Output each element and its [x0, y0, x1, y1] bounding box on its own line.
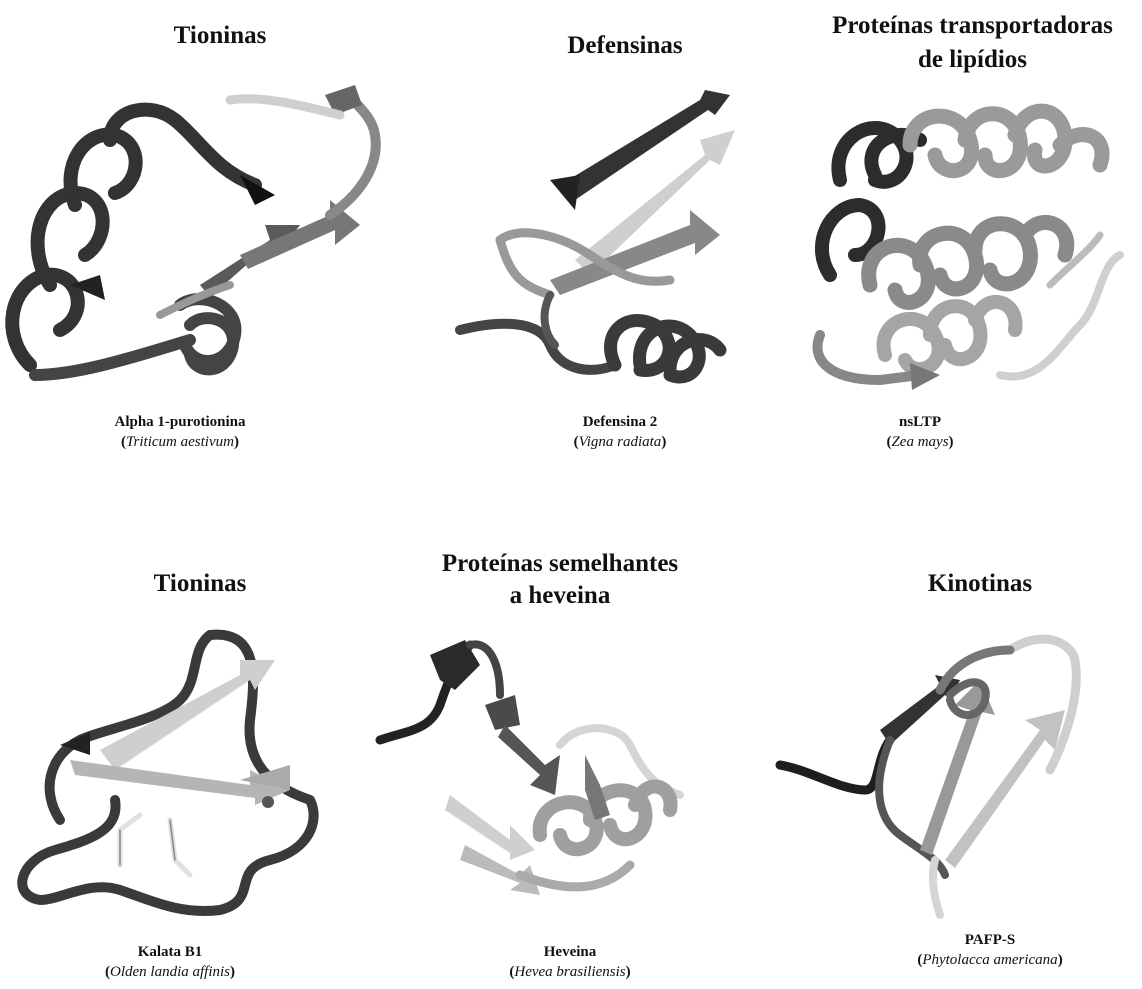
family-title-line-2: de lipídios — [805, 44, 1140, 76]
caption-alpha-purotionina: Alpha 1-purotionina (Triticum aestivum) — [60, 412, 300, 452]
protein-name: Heveina — [470, 942, 670, 962]
protein-name: Defensina 2 — [520, 412, 720, 432]
species-name: (Olden landia affinis) — [70, 962, 270, 982]
family-title: Proteínas transportadoras — [805, 10, 1140, 42]
protein-name: Kalata B1 — [70, 942, 270, 962]
species-name: (Phytolacca americana) — [880, 950, 1100, 970]
caption-defensina-2: Defensina 2 (Vigna radiata) — [520, 412, 720, 452]
protein-structure-pafp-s — [770, 620, 1130, 920]
protein-structure-heveina — [370, 625, 750, 935]
family-title: Tioninas — [120, 20, 320, 52]
protein-structure-kalata-b1 — [0, 620, 330, 920]
protein-structure-nsltp — [800, 85, 1140, 405]
protein-name: Alpha 1-purotionina — [60, 412, 300, 432]
caption-heveina: Heveina (Hevea brasiliensis) — [470, 942, 670, 982]
family-title: Tioninas — [100, 568, 300, 600]
protein-structure-alpha-purotionina — [0, 75, 400, 395]
caption-nsltp: nsLTP (Zea mays) — [840, 412, 1000, 452]
protein-structure-defensina-2 — [440, 85, 780, 395]
caption-kalata-b1: Kalata B1 (Olden landia affinis) — [70, 942, 270, 982]
family-title: Kinotinas — [880, 568, 1080, 600]
caption-pafp-s: PAFP-S (Phytolacca americana) — [880, 930, 1100, 970]
family-title-line-2: a heveina — [410, 580, 710, 612]
protein-name: PAFP-S — [880, 930, 1100, 950]
species-name: (Zea mays) — [840, 432, 1000, 452]
species-name: (Triticum aestivum) — [60, 432, 300, 452]
family-title: Proteínas semelhantes — [410, 548, 710, 580]
species-name: (Hevea brasiliensis) — [470, 962, 670, 982]
species-name: (Vigna radiata) — [520, 432, 720, 452]
protein-name: nsLTP — [840, 412, 1000, 432]
family-title: Defensinas — [530, 30, 720, 62]
